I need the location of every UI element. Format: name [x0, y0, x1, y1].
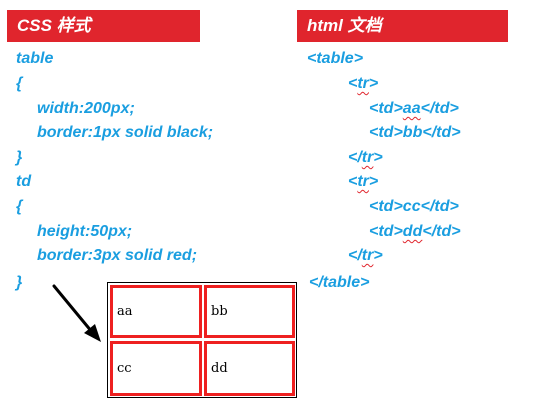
css-code-line: { [16, 198, 23, 215]
table-cell: cc [110, 341, 202, 396]
html-code-line: <td>aa</td> [369, 99, 459, 119]
html-code-line: </tr> [348, 247, 383, 264]
cell-text: dd [402, 223, 423, 240]
td-close-tag: </td> [422, 124, 461, 141]
css-code-line: border:3px solid red; [37, 247, 198, 264]
td-close-tag: </td> [420, 198, 459, 215]
td-open-tag: <td> [369, 100, 403, 117]
rendered-table: aa bb cc dd [107, 282, 297, 398]
table-cell: aa [110, 285, 202, 338]
html-code-line: <td>dd</td> [369, 222, 461, 242]
css-code-line: border:1px solid black; [37, 124, 214, 141]
html-code-line: <table> [307, 50, 364, 67]
td-open-tag: <td> [369, 124, 403, 141]
html-code-line: </table> [309, 274, 370, 291]
css-code-line: table [16, 50, 54, 67]
cell-text: cc [402, 198, 421, 215]
td-close-tag: </td> [422, 223, 461, 240]
html-code-line: <tr> [348, 173, 379, 190]
html-code-line: <td>cc</td> [369, 197, 459, 217]
html-code-line: <tr> [348, 75, 379, 92]
cell-text: aa [402, 100, 421, 117]
css-code-line: width:200px; [37, 100, 135, 117]
table-cell: bb [204, 285, 295, 338]
table-cell: dd [204, 341, 295, 396]
css-code-line: } [16, 149, 23, 166]
css-code-line: td [16, 173, 32, 190]
td-close-tag: </td> [420, 100, 459, 117]
cell-text: bb [402, 124, 423, 141]
html-panel-header: html 文档 [297, 10, 508, 42]
html-code-line: <td>bb</td> [369, 123, 461, 143]
td-open-tag: <td> [369, 198, 403, 215]
html-code-line: </tr> [348, 149, 383, 166]
td-open-tag: <td> [369, 223, 403, 240]
css-code-line: } [16, 274, 23, 291]
css-panel-header: CSS 样式 [7, 10, 200, 42]
css-code-line: height:50px; [37, 223, 133, 240]
css-code-line: { [16, 75, 23, 92]
